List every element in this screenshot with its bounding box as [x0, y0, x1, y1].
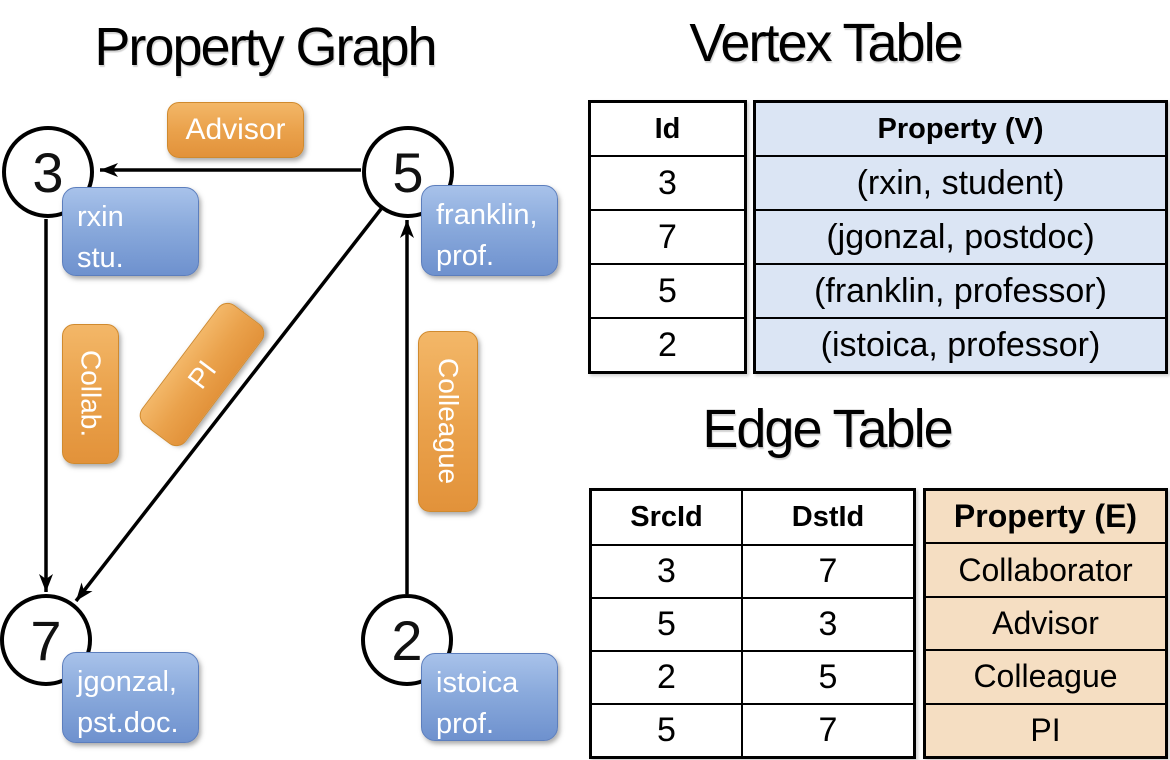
- edge-table-cell-srcid: 3: [592, 544, 743, 597]
- vertex-id: 7: [30, 608, 62, 672]
- edge-arrow-5-to-7: [74, 207, 383, 603]
- vertex-id: 5: [392, 140, 424, 204]
- vertex-property-line: pst.doc.: [77, 706, 179, 739]
- vertex-table-header-id: Id: [654, 112, 681, 145]
- vertex-circle-2: 2: [361, 594, 453, 686]
- vertex-property-line: prof.: [436, 707, 495, 740]
- vertex-table-property-column: Property (V) (rxin, student) (jgonzal, p…: [753, 100, 1168, 374]
- edge-table-id-columns: SrcId DstId 3 7 5 3 2 5 5 7: [589, 488, 916, 759]
- vertex-property-box-3: rxin stu.: [62, 187, 199, 276]
- vertex-property-line: istoica: [436, 667, 519, 699]
- edge-table-cell-property: Advisor: [926, 595, 1165, 650]
- edge-table-cell-dstid: 3: [743, 597, 913, 650]
- edge-table-cell-dstid: 5: [743, 650, 913, 703]
- vertex-table-cell-id: 3: [591, 155, 744, 209]
- vertex-table-cell-property: (jgonzal, postdoc): [756, 209, 1165, 263]
- vertex-table-cell-id: 7: [591, 209, 744, 263]
- edge-table-cell-property: Collaborator: [926, 542, 1165, 596]
- vertex-property-line: prof.: [436, 239, 495, 272]
- edge-label-advisor: Advisor: [167, 102, 304, 158]
- vertex-property-box-5: franklin, prof.: [421, 185, 558, 276]
- property-graph-title: Property Graph: [94, 17, 437, 77]
- vertex-property-line: rxin: [77, 201, 124, 233]
- edge-table-cell-property: PI: [926, 702, 1165, 757]
- edge-table-title: Edge Table: [702, 399, 953, 459]
- edge-label-collab: Collab.: [62, 324, 119, 464]
- graph-edges-svg: [39, 163, 414, 603]
- vertex-table-cell-property: (rxin, student): [756, 155, 1165, 209]
- edge-table-cell-srcid: 5: [592, 597, 743, 650]
- vertex-table-cell-property: (istoica, professor): [756, 317, 1165, 371]
- edge-table-property-column: Property (E) Collaborator Advisor Collea…: [923, 488, 1168, 759]
- vertex-property-box-7: jgonzal, pst.doc.: [62, 652, 199, 743]
- edge-table-header-srcid: SrcId: [592, 491, 743, 544]
- vertex-table-cell-property: (franklin, professor): [756, 263, 1165, 317]
- vertex-circle-5: 5: [362, 126, 454, 218]
- edge-table-cell-dstid: 7: [743, 703, 913, 756]
- vertex-property-box-2: istoica prof.: [421, 653, 558, 741]
- edge-table-cell-srcid: 5: [592, 703, 743, 756]
- vertex-property-line: franklin,: [436, 199, 538, 231]
- edge-table-cell-property: Colleague: [926, 649, 1165, 703]
- vertex-table-header-property: Property (V): [756, 103, 1165, 155]
- vertex-id: 3: [32, 140, 64, 204]
- vertex-table-id-column: Id 3 7 5 2: [588, 100, 747, 374]
- vertex-property-line: jgonzal,: [77, 666, 177, 698]
- edge-table-header-property: Property (E): [926, 491, 1165, 543]
- edge-label-colleague: Colleague: [418, 331, 478, 512]
- edge-table-cell-srcid: 2: [592, 650, 743, 703]
- edge-table-header-dstid: DstId: [791, 501, 865, 533]
- vertex-id: 2: [391, 608, 423, 672]
- vertex-property-line: stu.: [77, 241, 124, 274]
- vertex-table-cell-id: 5: [591, 263, 744, 317]
- edge-table-cell-dstid: 7: [743, 544, 913, 597]
- vertex-table-title: Vertex Table: [689, 13, 963, 73]
- vertex-table-cell-id: 2: [591, 317, 744, 371]
